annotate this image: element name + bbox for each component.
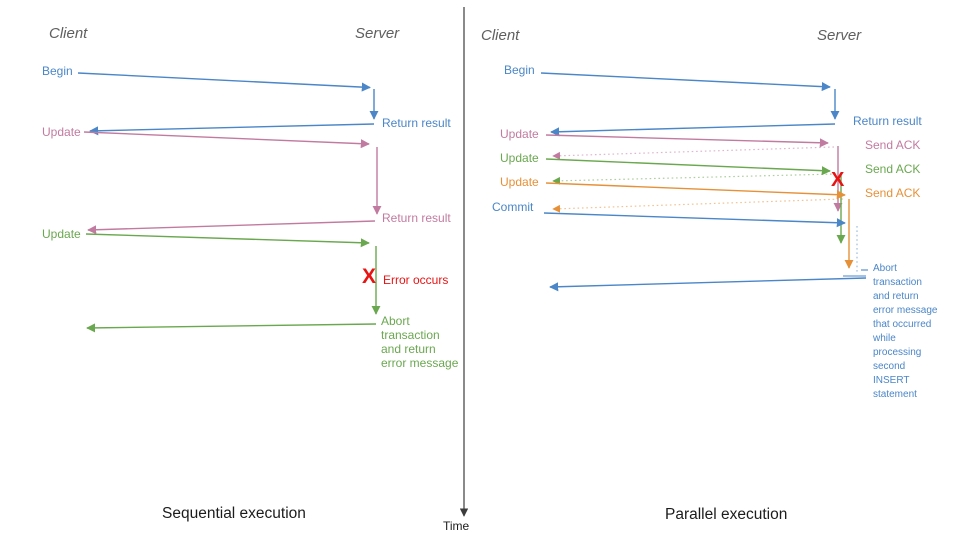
par-return-result-arrow [550, 123, 836, 137]
par-commit-label: Commit [492, 200, 534, 214]
par-send-ack-1-arrow [552, 146, 835, 160]
par-return-result-label: Return result [853, 114, 922, 128]
seq-abort-return-arrow [86, 323, 377, 333]
seq-error-x-mark: X [362, 265, 377, 288]
time-axis-label: Time [443, 519, 470, 533]
seq-return-result-1-arrow [89, 123, 375, 136]
par-update-1-request-arrow [545, 134, 829, 148]
seq-server-header: Server [355, 25, 400, 42]
seq-update-1-request-arrow [83, 131, 370, 149]
par-update-2-label: Update [500, 151, 539, 165]
par-update-2-request-arrow [545, 158, 831, 176]
par-begin-request-arrow [540, 72, 831, 92]
par-send-ack-3-arrow [552, 198, 844, 213]
seq-update-1-label: Update [42, 125, 81, 139]
seq-abort-message-label: Abort transaction and return error messa… [381, 314, 459, 370]
par-caption: Parallel execution [665, 506, 788, 523]
par-update-1-label: Update [500, 127, 539, 141]
par-update-3-request-arrow [545, 182, 846, 200]
seq-begin-request-arrow [77, 72, 371, 92]
seq-error-occurs-label: Error occurs [383, 273, 449, 287]
seq-update-2-label: Update [42, 227, 81, 241]
seq-update-2-request-arrow [85, 233, 370, 248]
par-begin-label: Begin [504, 63, 535, 77]
seq-caption: Sequential execution [162, 505, 306, 522]
par-send-ack-2-arrow [552, 173, 837, 185]
par-error-x-mark: X [831, 169, 845, 191]
par-send-ack-3-label: Send ACK [865, 186, 921, 200]
par-update-3-label: Update [500, 175, 539, 189]
par-send-ack-1-label: Send ACK [865, 138, 921, 152]
par-commit-request-arrow [543, 212, 846, 228]
seq-client-header: Client [49, 25, 88, 42]
par-server-header: Server [817, 27, 862, 44]
par-abort-return-arrow [549, 277, 867, 292]
par-client-header: Client [481, 27, 520, 44]
par-abort-message-label: Abort transaction and return error messa… [873, 263, 938, 400]
seq-return-result-2-label: Return result [382, 211, 451, 225]
par-send-ack-2-label: Send ACK [865, 162, 921, 176]
seq-begin-label: Begin [42, 64, 73, 78]
seq-return-result-1-label: Return result [382, 116, 451, 130]
seq-return-result-2-arrow [87, 220, 376, 235]
